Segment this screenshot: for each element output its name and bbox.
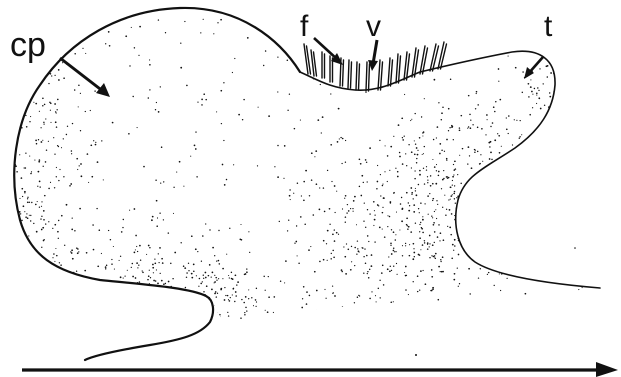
flagellum: [396, 54, 398, 83]
stray-dot: [574, 247, 576, 249]
cap-outline: [14, 8, 300, 360]
flagellum: [369, 64, 370, 91]
label-t: t: [544, 10, 553, 43]
flagellum: [420, 46, 425, 74]
flagellum: [388, 58, 390, 86]
flagellum: [381, 62, 383, 90]
stray-dot: [415, 354, 417, 356]
flagellum: [399, 56, 401, 83]
flagellum: [378, 60, 380, 90]
flagellum: [366, 62, 367, 91]
flagellum: [391, 60, 393, 86]
label-cp: cp: [10, 26, 46, 64]
body-outline: [300, 51, 600, 288]
flagellum: [343, 60, 344, 86]
pointer-arrow-f: [314, 38, 343, 65]
flagellum: [359, 64, 360, 90]
stipple-shading: [9, 5, 610, 331]
label-v: v: [366, 10, 381, 43]
flagellum: [348, 60, 349, 88]
flagellum: [351, 62, 352, 88]
direction-arrow: [22, 362, 618, 377]
label-f: f: [300, 10, 309, 43]
pointer-arrow-cp: [60, 58, 110, 97]
flagellum: [356, 62, 357, 90]
pointer-arrow-t: [524, 57, 543, 79]
